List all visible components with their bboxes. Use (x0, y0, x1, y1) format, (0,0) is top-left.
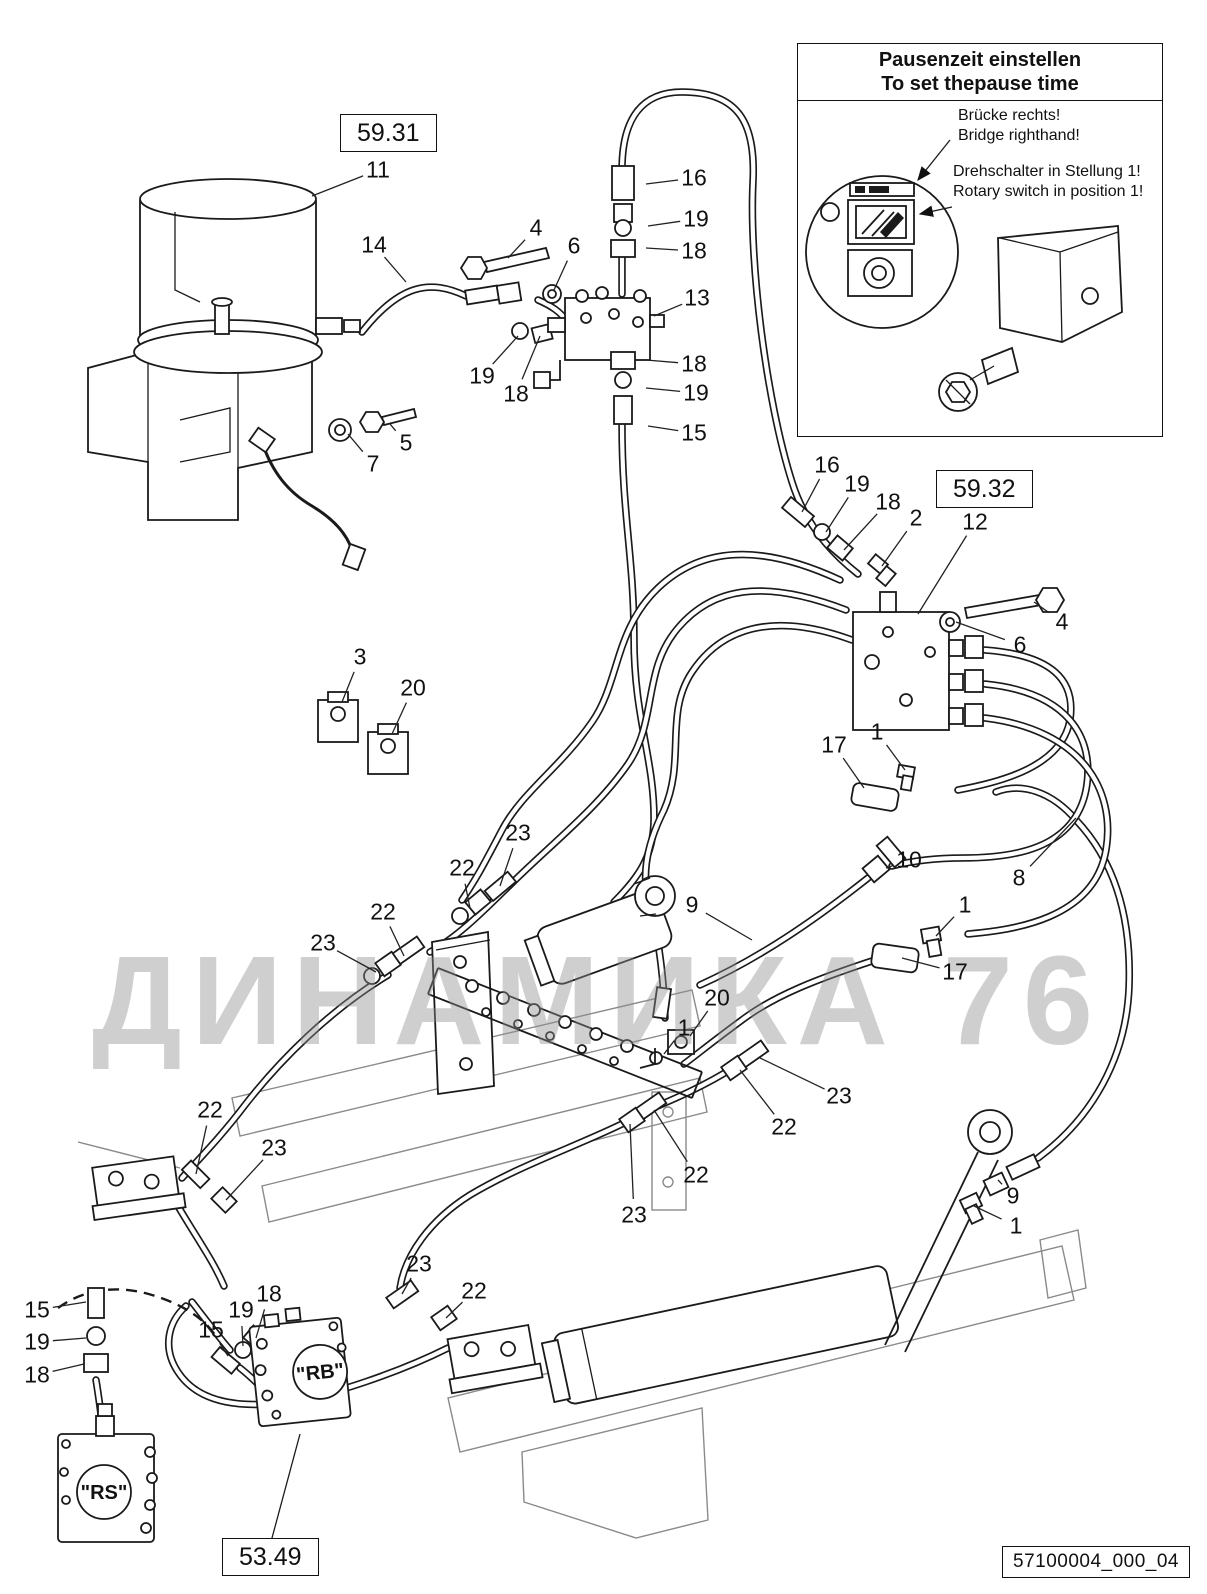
grease-hoses (57, 92, 1129, 1430)
rs-label: "RS" (81, 1482, 128, 1504)
washer-19 (614, 371, 632, 389)
cylinder-upper (523, 875, 676, 987)
inset-note-bridge: Brücke rechts! Bridge righthand! (958, 106, 1158, 146)
refbox-53-49: 53.49 (222, 1538, 319, 1576)
rb-block: "RB" (248, 1306, 352, 1428)
washer-19 (511, 322, 529, 340)
distribution-block-12 (780, 495, 1066, 731)
manifold-bar (427, 967, 703, 1099)
nut-10 (861, 854, 891, 884)
bracket-left (91, 1155, 187, 1221)
washer-19 (614, 219, 632, 237)
dashed-hose (57, 1288, 216, 1336)
bracket-center (446, 1323, 544, 1395)
fitting-stack-top (610, 165, 636, 258)
fitting-20-port (651, 986, 673, 1020)
refbox-leader (271, 1433, 301, 1539)
mount-block-3 (317, 691, 359, 743)
note-rotary-en: Rotary switch in position 1! (953, 183, 1144, 200)
inset-note-rotary: Drehschalter in Stellung 1! Rotary switc… (953, 162, 1163, 202)
refbox-59-31: 59.31 (340, 114, 437, 152)
arrow-to-switch-2 (918, 205, 953, 217)
inset-title-en: To set thepause time (881, 72, 1079, 95)
inset-title-de: Pausenzeit einstellen (878, 49, 1082, 71)
fitting-16 (611, 165, 635, 201)
nut-18 (610, 351, 636, 370)
rs-block: "RS" (57, 1403, 158, 1543)
bolt-4 (482, 246, 551, 274)
cylinder-lower (540, 1109, 1013, 1405)
washer-19 (813, 523, 831, 541)
hose14-fittings (459, 246, 562, 345)
valve-block-13 (533, 286, 665, 389)
grease-pump (87, 178, 418, 572)
bolt-4 (963, 592, 1049, 620)
machine-frame (77, 989, 1087, 1539)
pause-time-inset: Pausenzeit einstellen To set thepause ti… (797, 43, 1163, 437)
fitting-17 (870, 942, 920, 974)
fitting-17 (850, 782, 900, 812)
mount-block-20 (367, 723, 409, 775)
arrow-to-switch (917, 139, 951, 182)
nut-18 (610, 239, 636, 258)
note-rotary-de: Drehschalter in Stellung 1! (953, 163, 1141, 180)
fitting-15 (613, 395, 633, 425)
inset-title: Pausenzeit einstellen To set thepause ti… (798, 44, 1162, 102)
elbow-1 (639, 1048, 656, 1069)
nut-18 (825, 534, 855, 562)
note-bridge-de: Brücke rechts! (958, 107, 1061, 124)
rb-label: "RB" (295, 1359, 345, 1386)
pause-inset-drawing (805, 139, 1123, 412)
refbox-59-32: 59.32 (936, 470, 1033, 508)
fitting-stack-bottom (610, 351, 636, 425)
drawing-number: 57100004_000_04 (1002, 1546, 1191, 1578)
note-bridge-en: Bridge righthand! (958, 127, 1080, 144)
